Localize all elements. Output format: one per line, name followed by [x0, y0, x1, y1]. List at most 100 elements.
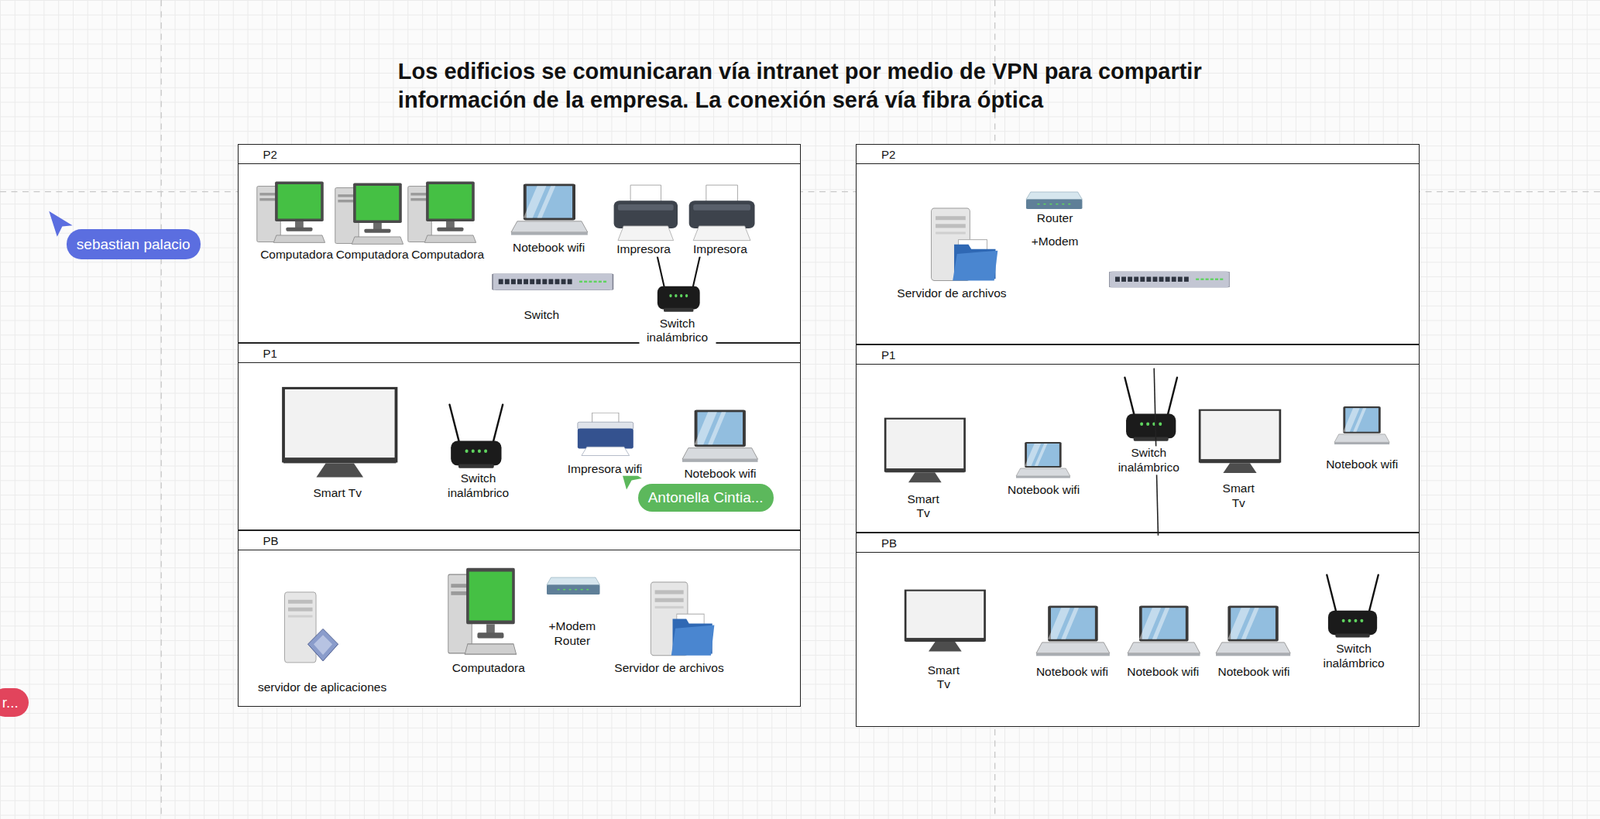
device-icon — [572, 411, 639, 457]
icon-part — [1127, 642, 1201, 654]
icon-part — [1016, 468, 1071, 477]
icon-part — [928, 642, 962, 652]
icon-part — [511, 232, 588, 236]
device-icon — [446, 565, 517, 660]
icon-part — [1126, 413, 1176, 439]
device-icon — [1127, 604, 1201, 660]
device: Notebook wifi — [1324, 405, 1400, 473]
icon-part — [373, 223, 382, 231]
icon-part — [465, 449, 469, 454]
icon-part — [598, 280, 602, 282]
device-icon — [1198, 408, 1282, 476]
device-label: Computadora — [258, 247, 335, 263]
device-icon — [281, 589, 340, 667]
floor-heading: P2 — [856, 144, 1419, 165]
icon-part — [1219, 278, 1223, 281]
icon-part — [1210, 278, 1214, 281]
device: Notebook wifi — [682, 408, 759, 482]
icon-part — [1067, 203, 1072, 206]
icon-part — [1151, 607, 1169, 640]
icon-part — [492, 405, 503, 445]
device: servidor de aplicaciones — [256, 589, 388, 695]
icon-part — [1159, 277, 1164, 282]
icon-part — [583, 280, 588, 282]
device-label: Computadora — [409, 247, 486, 263]
icon-part — [953, 250, 999, 281]
device: Switch inalámbrico — [1315, 573, 1393, 671]
floor-band: P2Servidor de archivos Router+Modem — [855, 144, 1419, 346]
icon-part — [284, 592, 317, 663]
device: Notebook wifi — [1125, 604, 1201, 680]
icon-part — [1215, 642, 1291, 654]
icon-part — [429, 184, 473, 220]
icon-part — [1016, 476, 1071, 479]
icon-part — [707, 412, 726, 445]
device: Servidor de archivos — [612, 579, 725, 676]
icon-part — [1034, 443, 1048, 467]
icon-part — [679, 294, 683, 298]
icon-part — [295, 221, 304, 229]
floor-band: P2ComputadoraComputadoraComputadoraNoteb… — [237, 144, 801, 344]
icon-part — [449, 405, 461, 445]
icon-part — [1127, 653, 1201, 656]
icon-part — [1153, 277, 1158, 282]
device-label: Notebook wifi — [511, 240, 587, 256]
icon-part — [579, 280, 583, 282]
device-icon — [444, 403, 509, 472]
device: Router+Modem — [1026, 184, 1082, 249]
icon-part — [542, 278, 547, 285]
device: Servidor de archivos — [895, 205, 1008, 302]
icon-part — [935, 216, 966, 220]
icon-part — [425, 181, 475, 221]
device-icon — [611, 182, 681, 244]
icon-part — [468, 571, 512, 621]
floor-band: PBservidor de aplicacionesComputadora+Mo… — [237, 530, 801, 708]
device-label: Switch — [521, 308, 561, 323]
floor-heading: P2 — [238, 144, 800, 165]
icon-part — [1127, 277, 1133, 282]
device: Switch inalámbrico — [439, 403, 517, 501]
icon-part — [450, 441, 502, 467]
icon-part — [693, 204, 752, 211]
icon-part — [655, 251, 665, 289]
icon-part — [1125, 377, 1136, 418]
floor-band: PBSmart TvNotebook wifiNotebook wifiNote… — [855, 532, 1419, 728]
icon-part — [1146, 277, 1151, 282]
icon-part — [1342, 619, 1346, 623]
icon-part — [581, 446, 630, 456]
icon-part — [1215, 278, 1219, 281]
icon-part — [577, 428, 634, 449]
device-icon — [1026, 184, 1082, 213]
icon-part — [477, 632, 504, 639]
icon-part — [1036, 653, 1110, 656]
device: Notebook wifi — [511, 182, 588, 256]
icon-part — [694, 409, 746, 447]
icon-part — [1146, 422, 1151, 426]
icon-part — [1228, 605, 1279, 642]
icon-part — [674, 294, 677, 298]
device-icon — [1215, 604, 1291, 660]
icon-part — [1121, 277, 1127, 282]
device-label: Smart Tv — [1215, 482, 1262, 512]
icon-part — [1159, 422, 1163, 426]
icon-part — [1036, 642, 1110, 654]
floor-heading: P1 — [238, 343, 800, 364]
device-label: Servidor de archivos — [895, 286, 1008, 302]
floor-heading: PB — [856, 533, 1419, 553]
icon-part — [278, 184, 322, 220]
icon-part — [1334, 442, 1390, 446]
icon-part — [466, 567, 516, 625]
icon-part — [656, 285, 700, 310]
device-icon — [406, 179, 477, 247]
icon-part — [682, 459, 759, 463]
switch-icon — [1109, 271, 1230, 288]
icon-part — [586, 589, 589, 591]
device: Notebook wifi — [1215, 604, 1291, 680]
icon-part — [1222, 463, 1257, 474]
icon-part — [1199, 410, 1281, 463]
icon-part — [555, 278, 560, 285]
device-icon — [492, 270, 613, 294]
device-icon — [546, 569, 601, 598]
icon-part — [288, 615, 313, 619]
icon-part — [593, 280, 598, 282]
